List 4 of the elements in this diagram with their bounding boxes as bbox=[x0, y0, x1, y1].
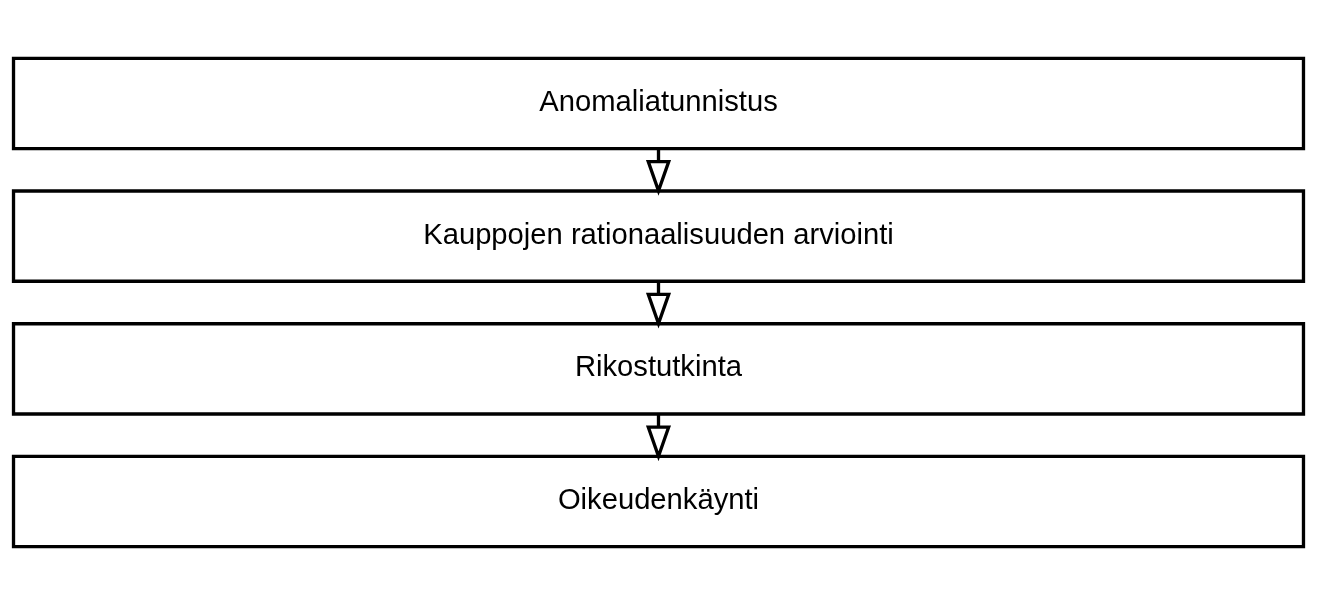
node-box: Oikeudenkäynti bbox=[11, 454, 1306, 548]
node-box: Anomaliatunnistus bbox=[11, 56, 1306, 150]
node-box: Kauppojen rationaalisuuden arviointi bbox=[11, 188, 1306, 283]
node-box: Rikostutkinta bbox=[11, 321, 1306, 416]
